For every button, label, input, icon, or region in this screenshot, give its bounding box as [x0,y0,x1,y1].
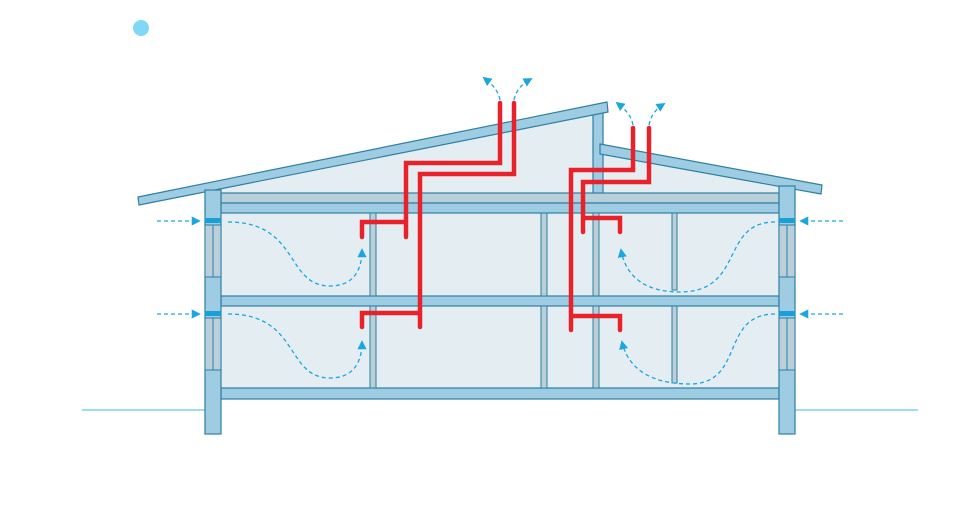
stud [671,212,678,291]
attic-floor [220,192,780,204]
ceiling-beam [220,202,780,214]
middle-floor-beam [220,295,780,307]
duct-upper-right [580,125,652,235]
ground-floor-beam [220,387,780,400]
stud [671,305,678,384]
right-wall [778,185,796,435]
exhaust-arrow [482,76,501,101]
exhaust-arrow [615,101,634,126]
room-airflow-curve [617,221,776,293]
right-roof [599,143,823,195]
vent-opening [205,218,221,223]
sun-icon [133,20,149,36]
left-roof [137,101,609,206]
left-windows [204,218,222,371]
stud [369,305,377,389]
airflow-arrows [157,76,843,385]
exhaust-arrow [648,103,666,126]
vent-opening [779,311,795,316]
vent-opening [205,311,221,316]
exhaust-ducts [359,100,652,333]
interior-studs [369,212,678,389]
stud [592,305,600,389]
duct-lower-left [359,100,517,330]
duct-upper-left [359,100,503,240]
stud [540,305,548,389]
stud [540,212,548,297]
stud [369,212,377,297]
vent-opening [779,218,795,223]
stud [592,212,600,297]
right-windows [778,218,796,371]
room-airflow-curve [619,313,776,385]
exhaust-arrow [513,78,533,101]
duct-lower-right [568,125,636,333]
